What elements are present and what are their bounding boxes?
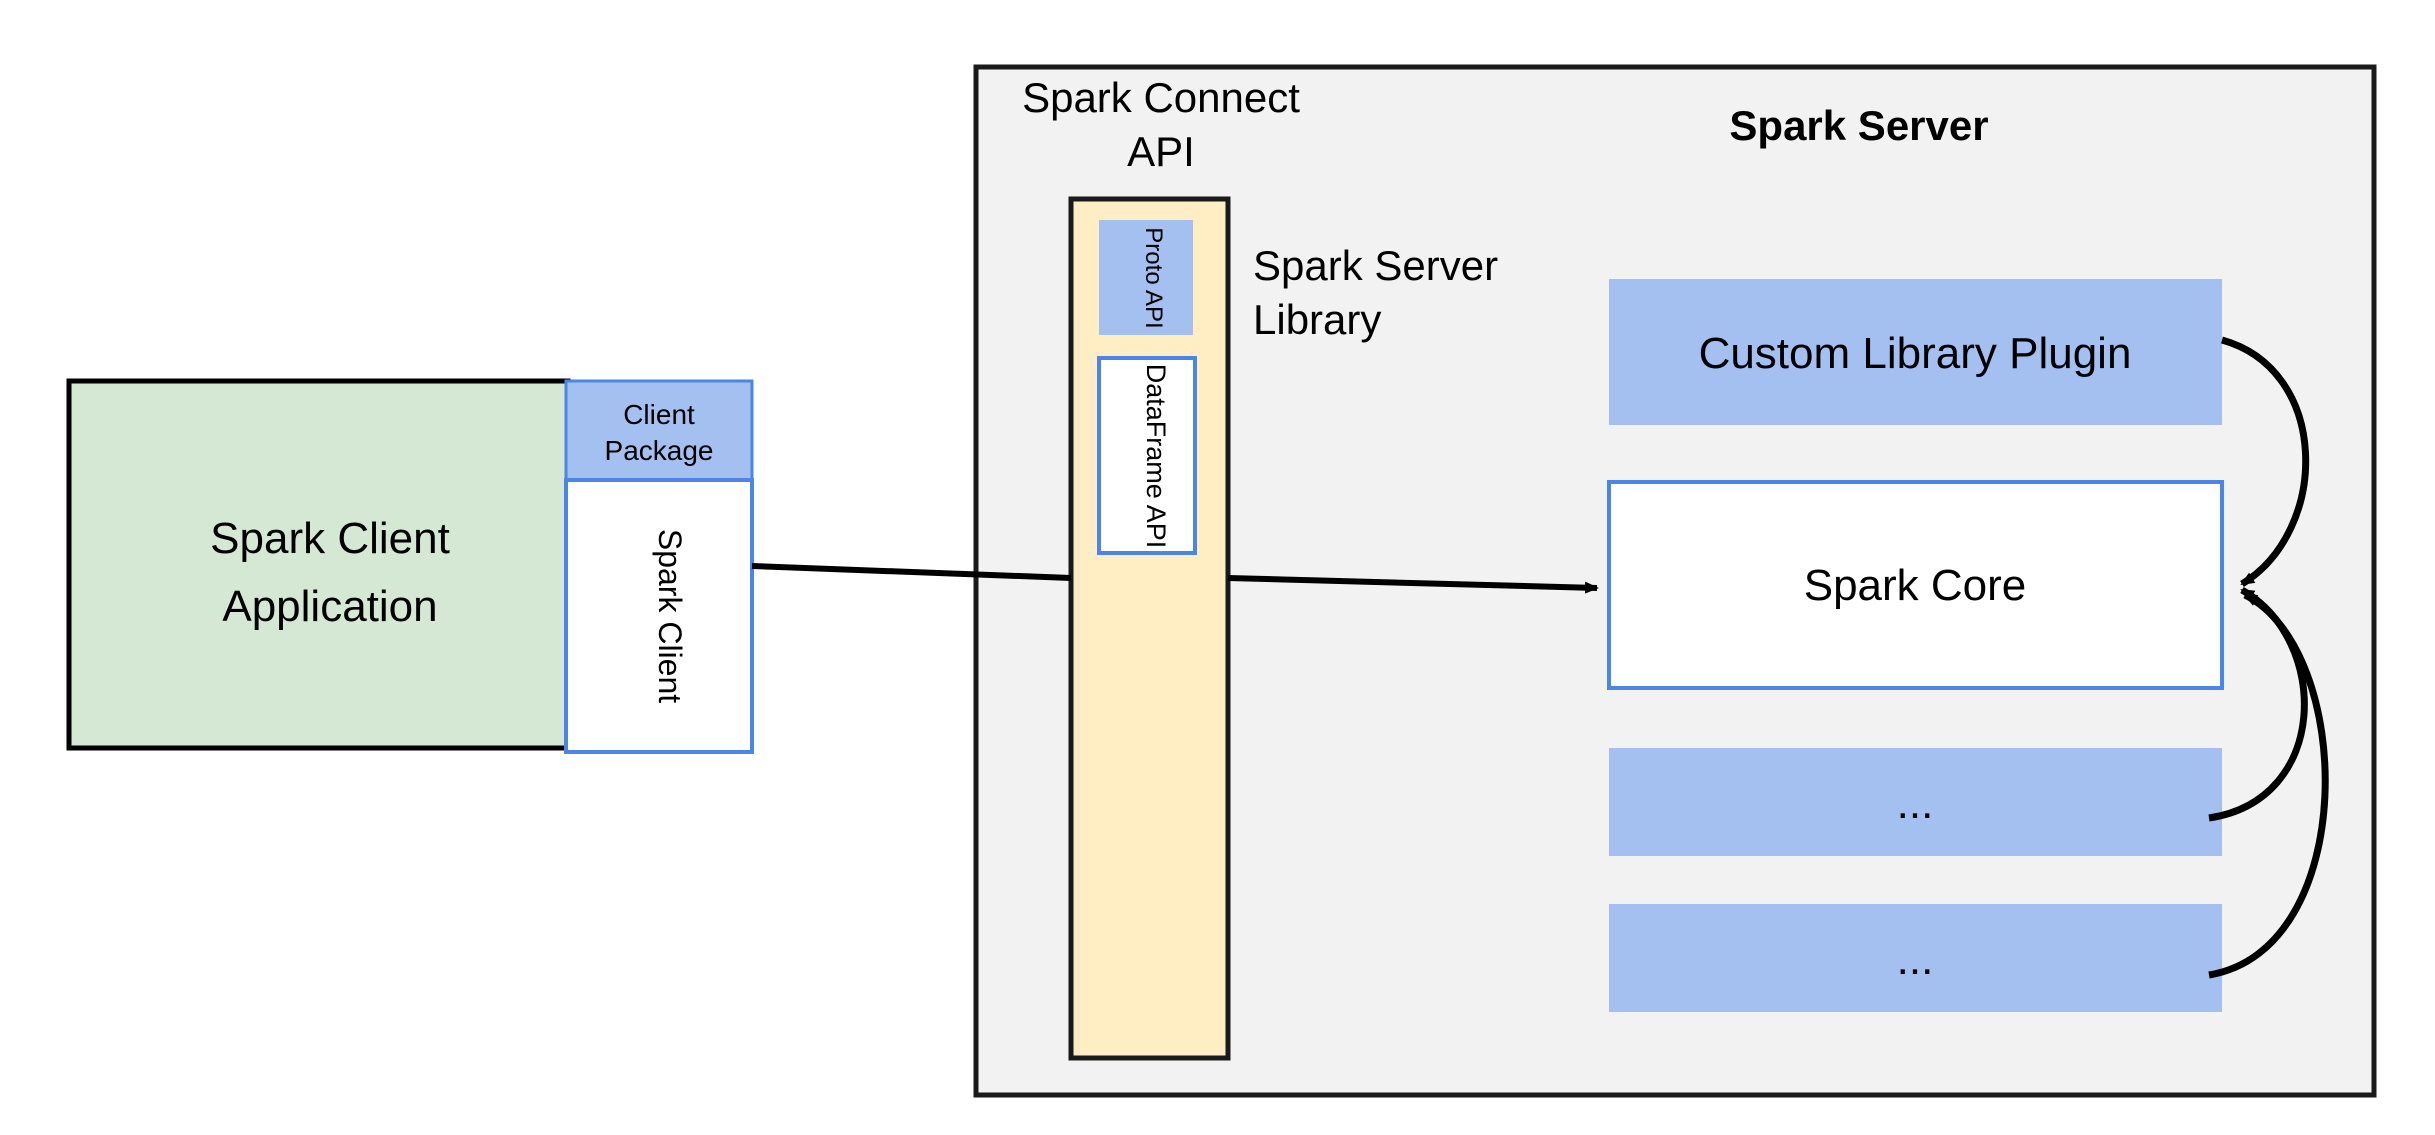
custom-library-plugin-box[interactable]	[1609, 279, 2222, 425]
dataframe-api-label: DataFrame API	[1141, 364, 1171, 549]
connector-custom-library-plugin-to-spark-core	[2221, 336, 2310, 587]
server-component-ellipsis-2-box[interactable]	[1609, 904, 2222, 1012]
server-component-ellipsis-2-label: ...	[1897, 935, 1934, 984]
spark-server-title: Spark Server	[1729, 102, 1988, 149]
server-component-ellipsis-1-label: ...	[1897, 779, 1934, 828]
spark-core-label: Spark Core	[1804, 561, 2027, 610]
spark-server-library-label-line2: Library	[1253, 296, 1381, 343]
connector-connect-api-to-spark-core	[1227, 575, 1599, 594]
spark-client-box[interactable]	[564, 478, 754, 754]
proto-api-box[interactable]	[1099, 220, 1193, 335]
spark-client-application-box[interactable]	[66, 378, 571, 751]
server-component-ellipsis-1-box[interactable]	[1609, 748, 2222, 856]
spark-client-label: Spark Client	[652, 529, 688, 703]
connector-ellipsis-2-to-spark-core	[2208, 591, 2329, 979]
spark-connect-api-label-line2: API	[1127, 128, 1195, 175]
custom-library-plugin-label: Custom Library Plugin	[1699, 329, 2132, 378]
client-package-header-label-line1: Client	[623, 399, 695, 430]
spark-connect-api-column	[1068, 196, 1231, 1061]
client-package-header-box[interactable]	[564, 379, 754, 482]
spark-client-application-label-line2: Application	[222, 582, 437, 631]
client-package-header-label-line2: Package	[605, 435, 714, 466]
spark-connect-api-label-line1: Spark Connect	[1022, 74, 1300, 121]
dataframe-api-box[interactable]	[1097, 356, 1197, 555]
spark-server-library-label-line1: Spark Server	[1253, 242, 1498, 289]
proto-api-label: Proto API	[1140, 227, 1167, 328]
connector-client-to-connect-api	[751, 563, 1072, 581]
spark-core-box[interactable]	[1607, 480, 2224, 690]
spark-client-application-label-line1: Spark Client	[210, 514, 450, 563]
